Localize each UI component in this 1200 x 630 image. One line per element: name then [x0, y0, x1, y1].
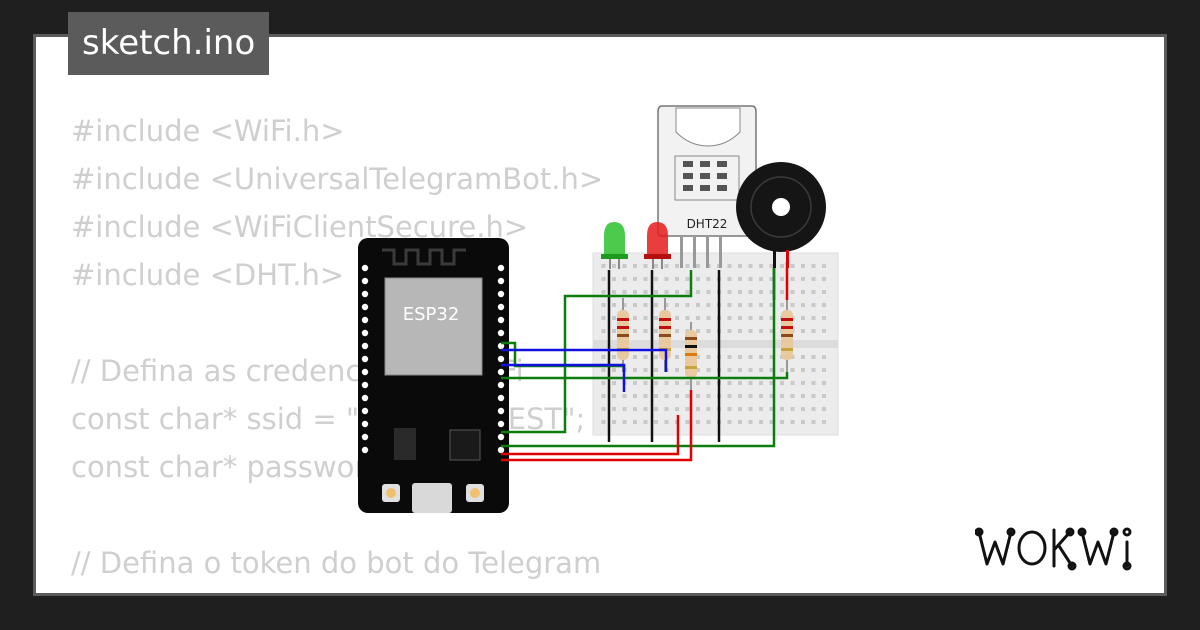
green-wires	[501, 268, 789, 448]
code-preview-card: #include <WiFi.h> #include <UniversalTele…	[33, 34, 1167, 596]
breadboard	[592, 252, 839, 436]
filename-tab[interactable]: sketch.ino	[68, 12, 270, 75]
code-line: #include <UniversalTelegramBot.h>	[71, 162, 604, 196]
ground-wires	[607, 268, 776, 442]
dht22-sensor: DHT22	[657, 105, 757, 268]
red-wires	[501, 262, 789, 462]
green-led	[601, 222, 628, 269]
wokwi-logo	[975, 527, 1132, 571]
code-line: #include <WiFi.h>	[71, 114, 345, 148]
esp32-label: ESP32	[403, 304, 460, 325]
blue-wires	[501, 348, 668, 392]
dht22-label: DHT22	[687, 217, 728, 231]
esp32-board: ESP32	[358, 238, 509, 513]
code-line: // Defina o token do bot do Telegram	[71, 546, 602, 580]
red-led	[644, 222, 671, 269]
buzzer	[736, 162, 826, 268]
code-line: #include <DHT.h>	[71, 258, 345, 292]
resistor	[781, 298, 793, 372]
